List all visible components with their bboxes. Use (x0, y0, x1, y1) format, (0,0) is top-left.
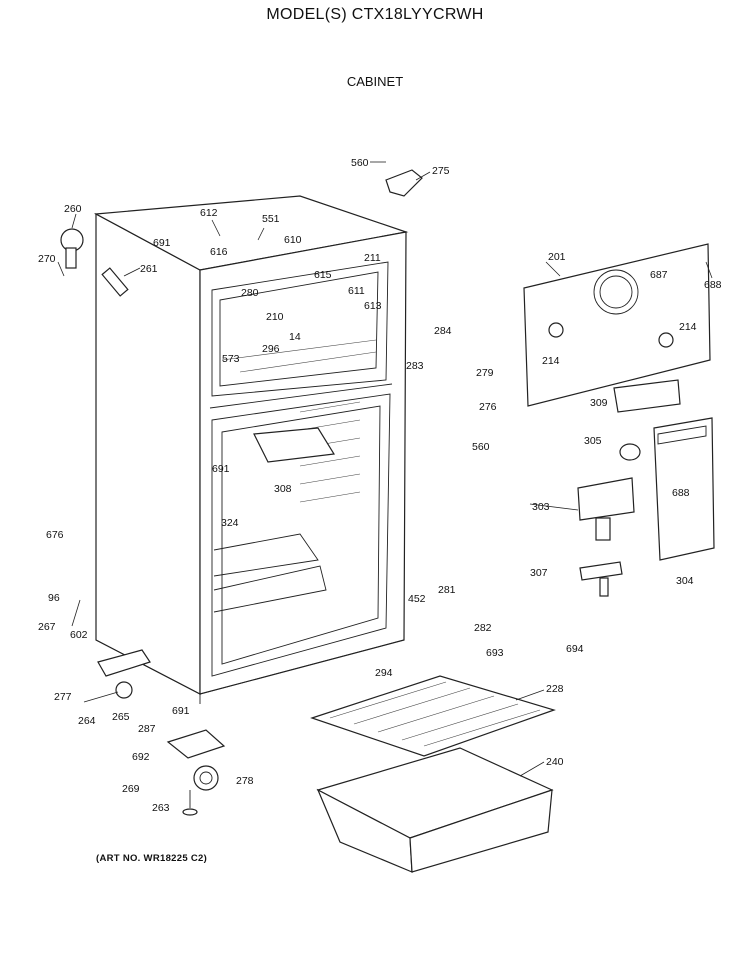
leader-lines (57, 161, 713, 777)
part-label: 303 (532, 501, 550, 513)
part-label: 676 (46, 529, 64, 541)
part-label: 613 (364, 300, 382, 312)
grille-part (97, 649, 151, 677)
part-label: 240 (546, 756, 564, 768)
part-label: 211 (364, 252, 381, 264)
part-label: 309 (590, 397, 608, 409)
handle-plug-part (101, 267, 129, 297)
part-label: 265 (112, 711, 130, 723)
part-label: 452 (408, 593, 426, 605)
part-label: 688 (672, 487, 690, 499)
part-label: 308 (274, 483, 292, 495)
part-label: 280 (241, 287, 259, 299)
leveling-leg-part (182, 790, 198, 816)
refrigerator-cabinet (93, 195, 409, 704)
part-label: 14 (289, 331, 301, 343)
part-label: 275 (432, 165, 450, 177)
art-number: (ART NO. WR18225 C2) (96, 853, 208, 864)
part-label: 612 (200, 207, 218, 219)
part-label: 276 (479, 401, 497, 413)
part-label: 201 (548, 251, 566, 263)
part-label: 263 (152, 802, 170, 814)
hinge-pin-part (60, 228, 84, 269)
part-label: 304 (676, 575, 694, 587)
part-label: 610 (284, 234, 302, 246)
part-label: 277 (54, 691, 72, 703)
part-label: 296 (262, 343, 280, 355)
part-label: 214 (542, 355, 560, 367)
part-label: 691 (172, 705, 190, 717)
part-label: 210 (266, 311, 284, 323)
part-label: 560 (351, 157, 369, 169)
part-label: 307 (530, 567, 548, 579)
shelf-support-part (253, 427, 336, 463)
part-label: 282 (474, 622, 492, 634)
part-label: 693 (486, 647, 504, 659)
section-title: CABINET (346, 74, 404, 89)
label-plate-part (613, 379, 681, 413)
part-label: 261 (140, 263, 158, 275)
part-label: 287 (138, 723, 156, 735)
leveling-bracket-part (166, 729, 226, 759)
part-label: 260 (64, 203, 82, 215)
part-label: 688 (704, 279, 722, 291)
part-label: 281 (438, 584, 456, 596)
part-label: 611 (348, 285, 365, 297)
part-label: 615 (314, 269, 332, 281)
slide-part (579, 561, 623, 597)
part-label: 214 (679, 321, 697, 333)
part-label: 692 (132, 751, 150, 763)
part-label: 264 (78, 715, 96, 727)
crisper-drawer-part (316, 747, 554, 873)
part-labels: 560 275 260 270 261 612 551 691 616 610 … (38, 157, 722, 814)
knob-part (619, 443, 641, 461)
evaporator-cover-panel (523, 243, 711, 407)
wheel-part (193, 765, 219, 791)
part-label: 278 (236, 775, 254, 787)
part-label: 267 (38, 621, 56, 633)
part-label: 616 (210, 246, 228, 258)
air-duct-part (653, 417, 715, 561)
part-label: 305 (584, 435, 602, 447)
part-label: 284 (434, 325, 452, 337)
part-label: 279 (476, 367, 494, 379)
top-hinge-part (385, 169, 423, 197)
part-label: 283 (406, 360, 424, 372)
part-label: 96 (48, 592, 60, 604)
part-label: 602 (70, 629, 88, 641)
part-label: 691 (153, 237, 171, 249)
part-label: 228 (546, 683, 564, 695)
part-label: 687 (650, 269, 668, 281)
part-label: 269 (122, 783, 140, 795)
wire-shelf-part (310, 675, 556, 757)
model-title: MODEL(S) CTX18LYYCRWH (266, 6, 484, 23)
part-label: 573 (222, 353, 240, 365)
part-label: 270 (38, 253, 56, 265)
part-label: 324 (221, 517, 239, 529)
part-label: 551 (262, 213, 280, 225)
damper-control-part (577, 477, 635, 541)
part-label: 294 (375, 667, 393, 679)
part-label: 694 (566, 643, 584, 655)
part-label: 691 (212, 463, 230, 475)
roller-part (83, 681, 133, 703)
part-label: 560 (472, 441, 490, 453)
